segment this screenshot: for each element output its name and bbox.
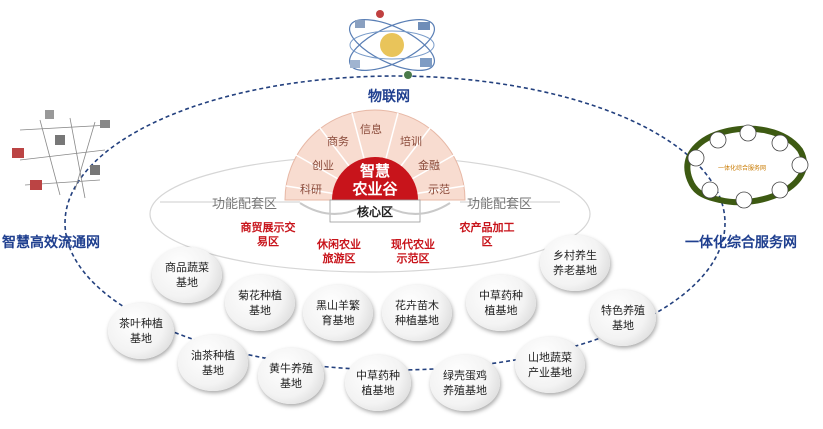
base-camellia: 油茶种植 基地: [178, 335, 248, 391]
base-cattle: 黄牛养殖 基地: [258, 348, 324, 404]
fan-item-finance: 金融: [418, 159, 440, 172]
base-mountain-vegetable: 山地蔬菜 产业基地: [515, 337, 585, 393]
core-ribbon-right: [389, 202, 451, 215]
network-label-iot: 物联网: [368, 89, 410, 105]
service-ring-center-label: 一体化综合服务网: [718, 165, 767, 172]
base-special-breeding: 特色养殖 基地: [590, 290, 656, 346]
base-chrysanthemum: 菊花种植 基地: [225, 275, 295, 331]
area-trade-exhibition: 商贸展示交 易区: [240, 221, 296, 248]
network-label-logistics: 智慧高效流通网: [2, 235, 100, 251]
iot-hub-icon: [349, 10, 435, 79]
core-ribbon-left: [299, 202, 361, 215]
core-label-bar: [329, 199, 421, 223]
fan-item-demo: 示范: [428, 183, 450, 196]
area-modern-agri-demo: 现代农业 示范区: [391, 238, 435, 265]
logistics-network-icon: [12, 110, 111, 199]
base-green-egg-chicken: 绿壳蛋鸡 养殖基地: [430, 355, 500, 411]
fan-item-research: 科研: [300, 183, 322, 196]
core-fan: [284, 109, 466, 201]
core-red-half: [332, 157, 418, 200]
service-ring-icon: [684, 124, 809, 209]
support-zone-left-label: 功能配套区: [212, 197, 278, 212]
core-label: 核心区: [356, 205, 393, 219]
support-zone-right-label: 功能配套区: [467, 197, 533, 212]
base-black-goat: 黑山羊繁 育基地: [303, 285, 373, 341]
base-tea: 茶叶种植 基地: [108, 303, 174, 359]
area-leisure-tourism: 休闲农业 旅游区: [317, 238, 361, 265]
fan-item-business: 商务: [327, 135, 349, 148]
fan-item-information: 信息: [360, 123, 382, 136]
base-rural-wellness: 乡村养生 养老基地: [540, 235, 610, 291]
area-agri-processing: 农产品加工 区: [459, 221, 515, 248]
fan-item-startup: 创业: [312, 159, 334, 172]
network-label-service: 一体化综合服务网: [685, 235, 797, 251]
core-title: 智慧 农业谷: [352, 162, 398, 198]
base-herbal-2: 中草药种 植基地: [345, 355, 411, 411]
base-herbal-1: 中草药种 植基地: [466, 275, 536, 331]
base-vegetable: 商品蔬菜 基地: [152, 247, 222, 303]
base-flower-seedling: 花卉苗木 种植基地: [382, 285, 452, 341]
fan-item-training: 培训: [400, 135, 422, 148]
